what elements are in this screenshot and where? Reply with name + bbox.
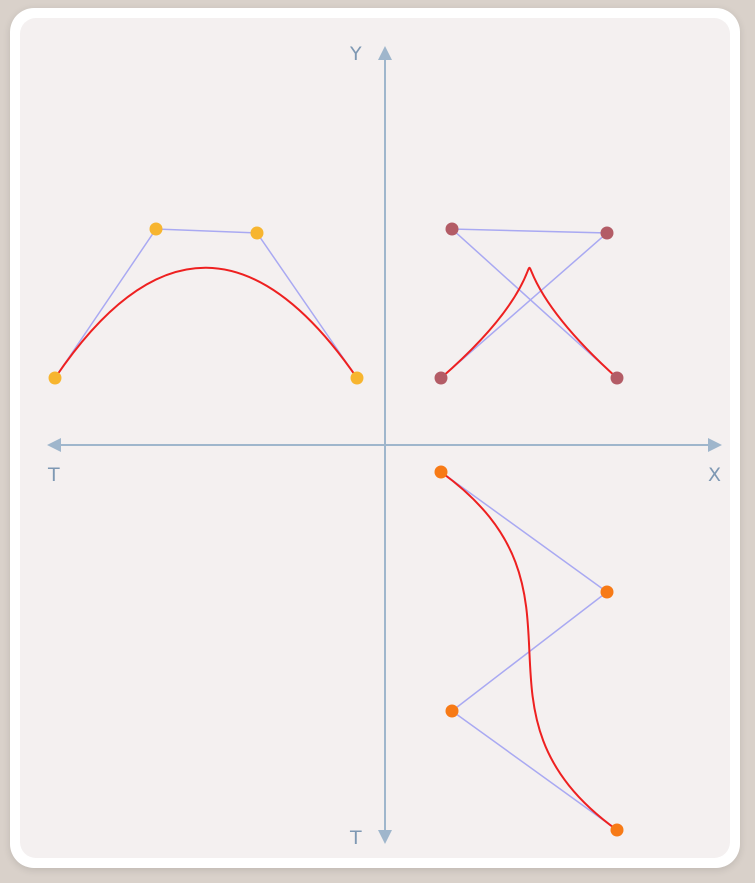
- control-point[interactable]: [350, 371, 364, 385]
- control-polygon: [54, 228, 358, 379]
- x-axis-label: X: [708, 464, 721, 486]
- bezier-curve-bottom-right: [434, 465, 624, 837]
- bezier-curve-top-right: [434, 222, 624, 385]
- control-polygon: [440, 228, 618, 379]
- diagram-frame: Y X T T: [10, 8, 740, 868]
- x-axis-arrow-left: [47, 438, 61, 452]
- t-bottom-label: T: [349, 827, 362, 849]
- bezier-curve: [440, 471, 618, 831]
- control-point[interactable]: [600, 585, 614, 599]
- bezier-curve: [440, 266, 618, 379]
- bezier-curve-top-left: [48, 222, 364, 385]
- t-left-label: T: [47, 464, 60, 486]
- control-point[interactable]: [250, 226, 264, 240]
- control-point[interactable]: [445, 222, 459, 236]
- y-axis-arrow-bottom: [378, 830, 392, 844]
- control-point[interactable]: [610, 371, 624, 385]
- control-point[interactable]: [434, 371, 448, 385]
- x-axis-arrow-right: [708, 438, 722, 452]
- y-axis-arrow-top: [378, 46, 392, 60]
- control-point[interactable]: [149, 222, 163, 236]
- control-point[interactable]: [434, 465, 448, 479]
- control-point[interactable]: [600, 226, 614, 240]
- control-point[interactable]: [48, 371, 62, 385]
- bezier-diagram: Y X T T: [47, 43, 722, 849]
- y-axis-label: Y: [349, 43, 362, 65]
- bezier-curve: [54, 266, 358, 379]
- control-point[interactable]: [445, 704, 459, 718]
- control-point[interactable]: [610, 823, 624, 837]
- diagram-canvas: Y X T T: [20, 18, 730, 858]
